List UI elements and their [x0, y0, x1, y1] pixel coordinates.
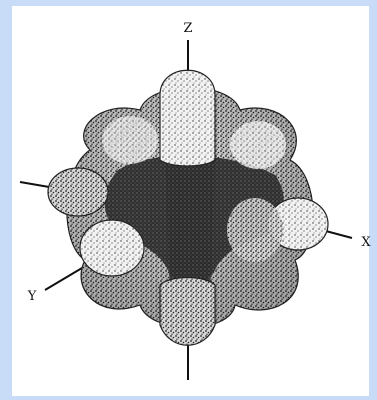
- y-axis-label: Y: [27, 289, 37, 304]
- y-axis-front-line: [45, 268, 82, 290]
- left-front-lobe: [80, 220, 144, 276]
- z-axis-label: Z: [183, 21, 192, 36]
- top-lobe: [160, 70, 215, 166]
- upper-right-lobe: [230, 121, 286, 169]
- right-middle-lobe: [227, 198, 283, 262]
- upper-left-lobe: [102, 116, 158, 164]
- left-back-lobe: [48, 168, 108, 216]
- x-axis-label: X: [361, 235, 371, 250]
- bottom-lobe: [160, 278, 215, 346]
